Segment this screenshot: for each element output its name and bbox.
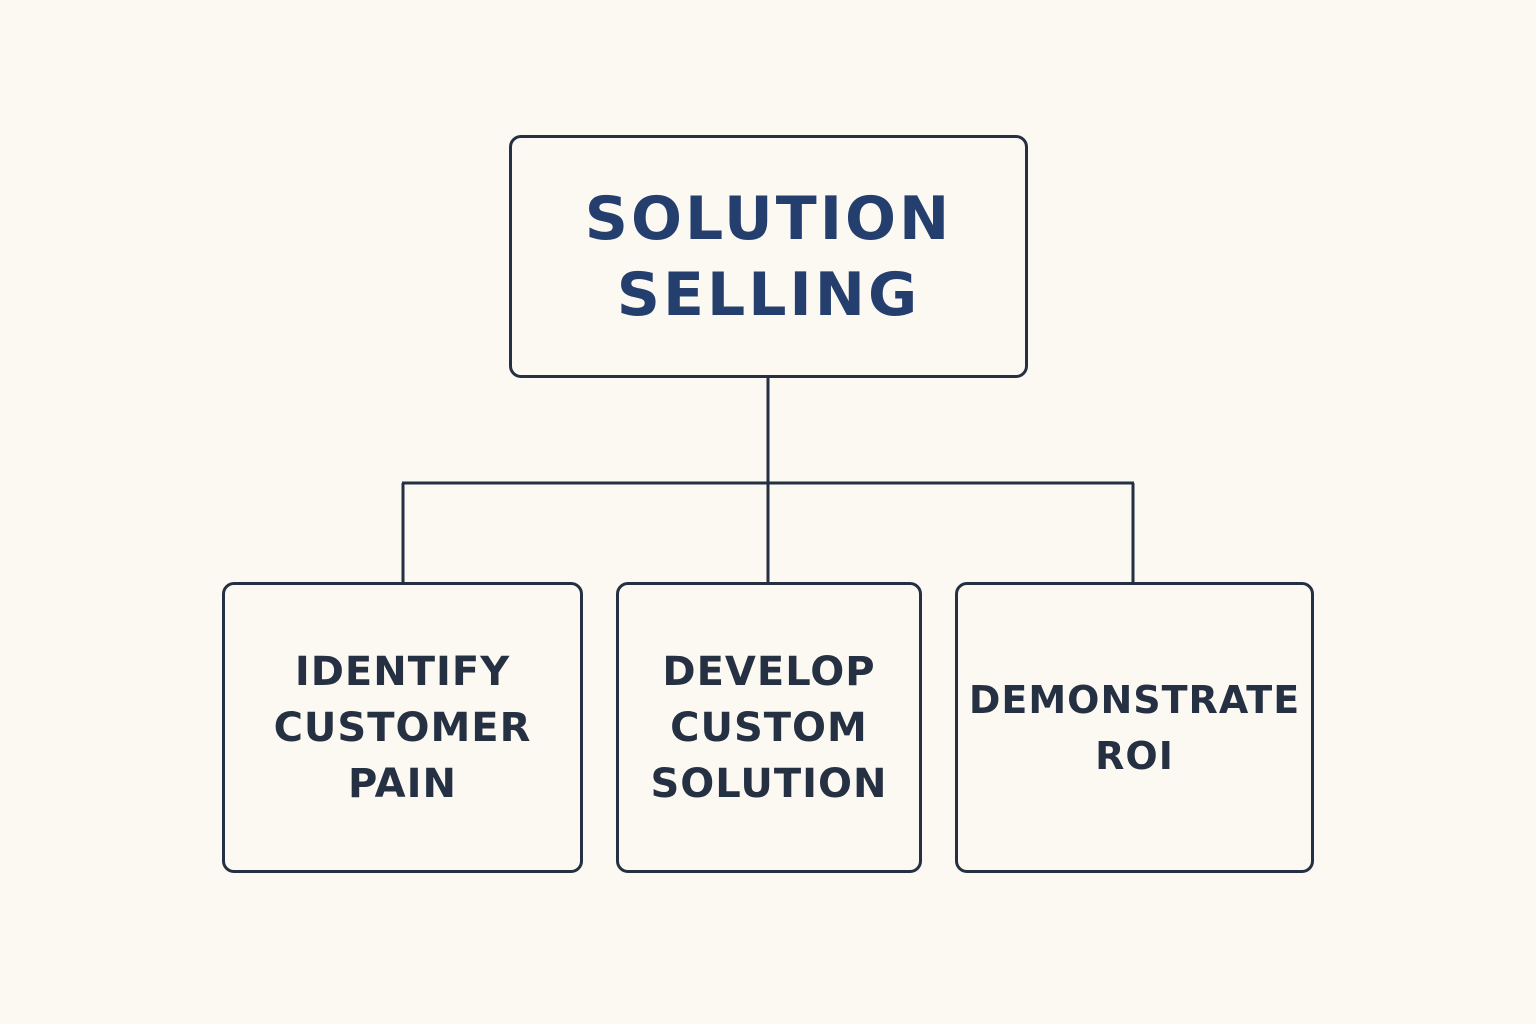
root-title-line: SOLUTION: [584, 183, 953, 254]
child-label-line: CUSTOM: [670, 704, 868, 751]
child-label-line: IDENTIFY: [294, 648, 511, 695]
child-label-line: PAIN: [348, 760, 457, 807]
child-label-line: ROI: [1095, 733, 1174, 778]
child-node-identify-customer-pain: IDENTIFY CUSTOMER PAIN: [222, 582, 583, 873]
child-label-line: DEVELOP: [662, 648, 876, 695]
child-node-develop-custom-solution: DEVELOP CUSTOM SOLUTION: [616, 582, 922, 873]
root-node-solution-selling: SOLUTION SELLING: [509, 135, 1028, 378]
child-label-line: SOLUTION: [650, 760, 888, 807]
child-label-line: DEMONSTRATE: [968, 677, 1301, 722]
child-label-line: CUSTOMER: [273, 704, 532, 751]
child-node-demonstrate-roi: DEMONSTRATE ROI: [955, 582, 1314, 873]
root-title-line: SELLING: [616, 259, 921, 330]
